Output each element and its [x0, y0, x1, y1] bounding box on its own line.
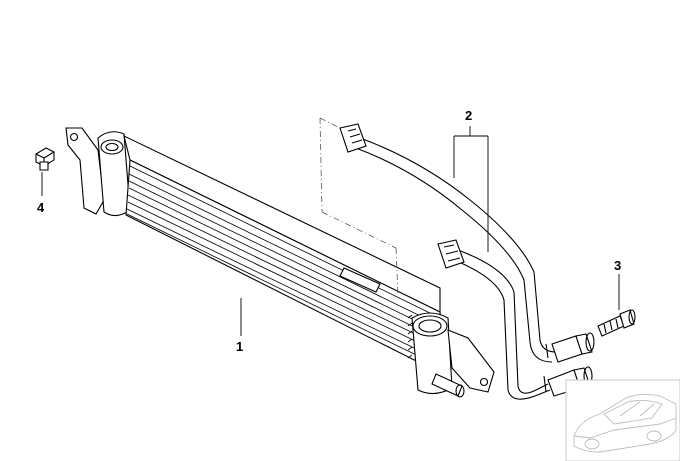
callout-3: 3: [614, 258, 621, 273]
callout-2: 2: [465, 108, 472, 123]
callout-1: 1: [236, 339, 243, 354]
callout-4: 4: [37, 200, 45, 215]
leader-lines: [41, 126, 620, 336]
hex-bolt: [35, 147, 55, 171]
oil-cooler: [65, 127, 495, 398]
vehicle-locator-thumbnail: [565, 379, 680, 461]
banjo-bolt: [597, 309, 636, 337]
